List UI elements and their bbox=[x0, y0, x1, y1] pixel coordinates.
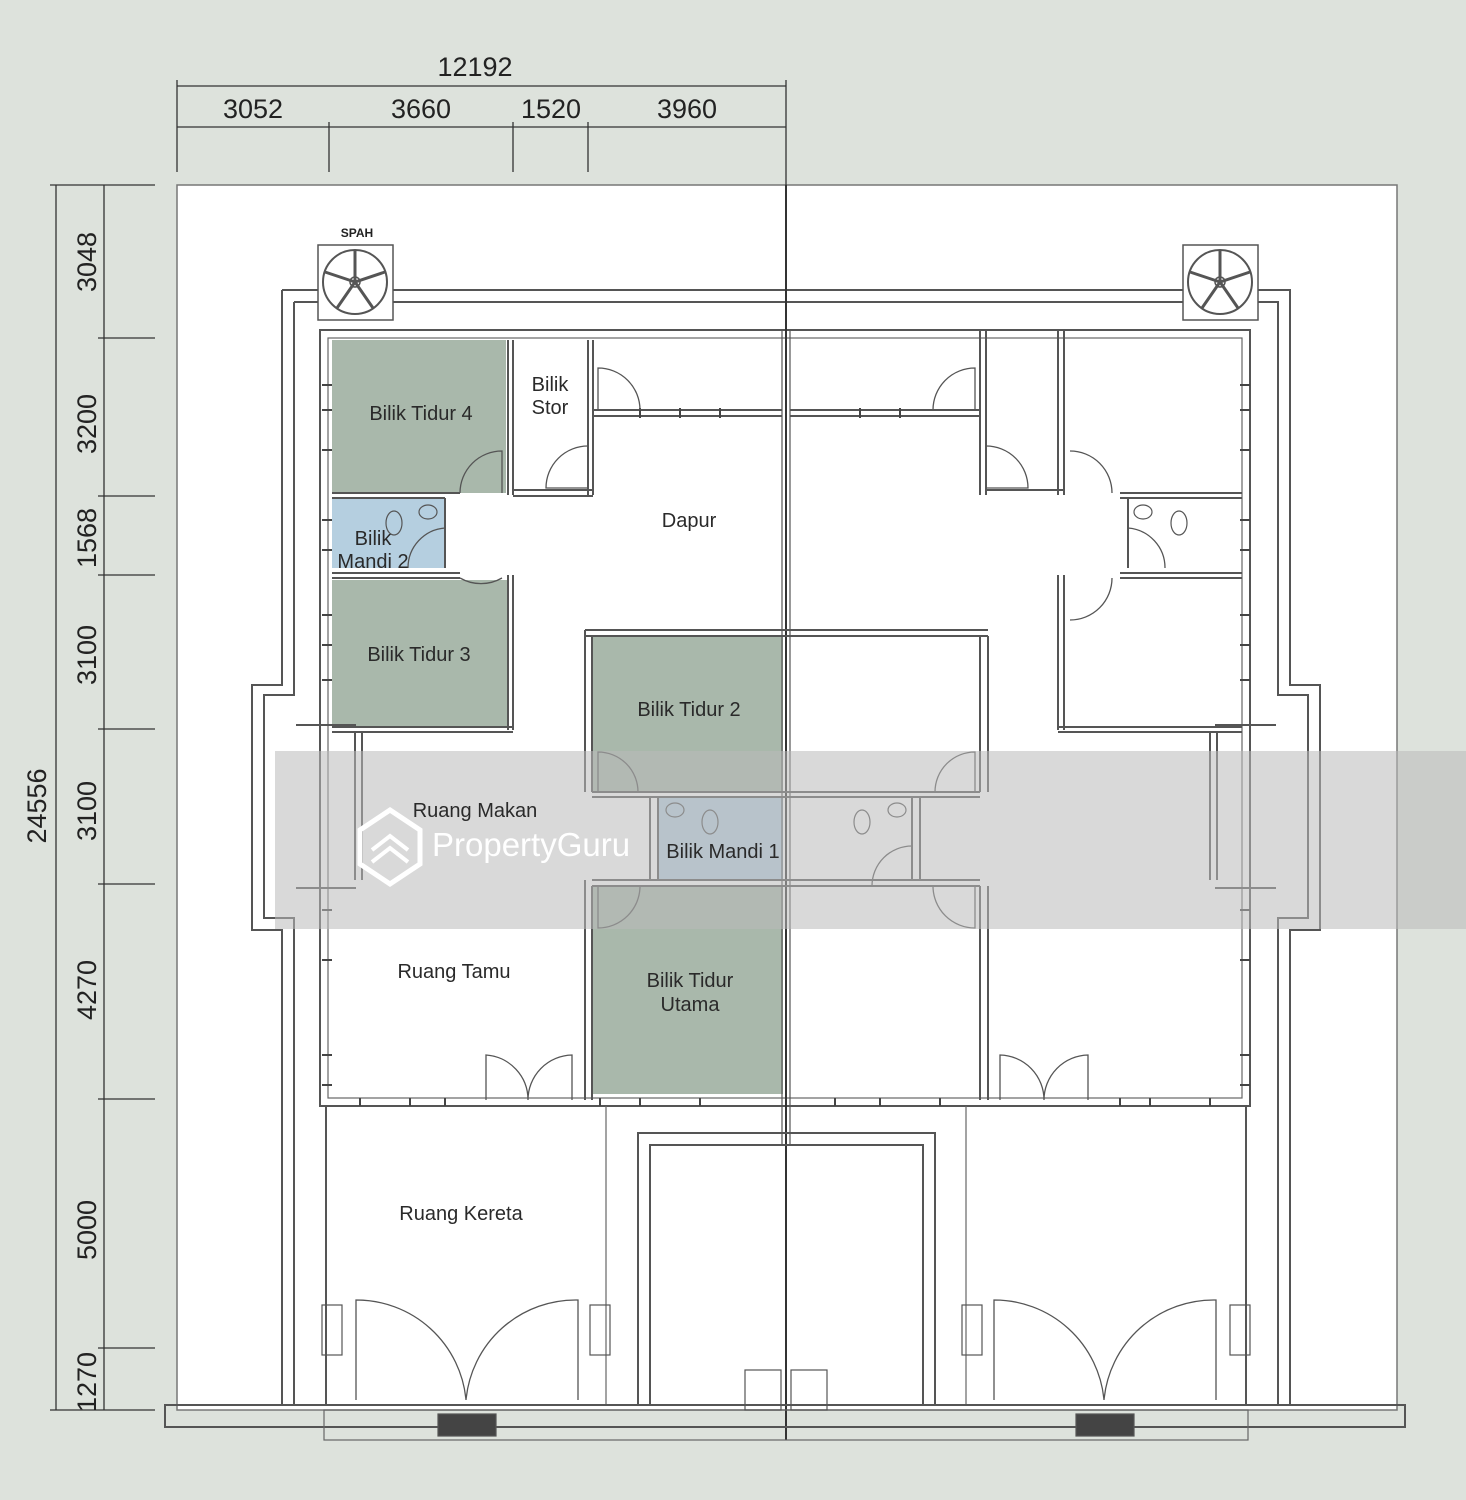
dim-top-1: 3052 bbox=[223, 94, 283, 124]
fixtures bbox=[321, 504, 1251, 1437]
spah-tank-right bbox=[1182, 244, 1259, 321]
propertyguru-logo-icon bbox=[357, 806, 423, 888]
room-labels: Bilik Tidur 4 Bilik Stor Bilik Mandi 2 B… bbox=[337, 374, 740, 1225]
dim-left-4: 3100 bbox=[72, 625, 102, 685]
label-ruang-tamu: Ruang Tamu bbox=[397, 961, 510, 983]
label-bilik-stor-1: Bilik bbox=[532, 374, 570, 396]
dim-left-6: 4270 bbox=[72, 960, 102, 1020]
dim-left-8: 1270 bbox=[72, 1352, 102, 1412]
left-dimensions: 24556 3048 3200 1568 3100 3100 4270 5000… bbox=[22, 184, 155, 1412]
label-bilik-mandi-2-1: Bilik bbox=[355, 528, 393, 550]
label-bilik-tidur-utama-2: Utama bbox=[661, 994, 721, 1016]
bilik-tidur-4-fill bbox=[332, 340, 506, 493]
dim-top-4: 3960 bbox=[657, 94, 717, 124]
label-bilik-tidur-3: Bilik Tidur 3 bbox=[367, 644, 470, 666]
label-ruang-kereta: Ruang Kereta bbox=[399, 1203, 523, 1225]
label-ruang-makan: Ruang Makan bbox=[413, 800, 538, 822]
label-bilik-tidur-4: Bilik Tidur 4 bbox=[369, 403, 472, 425]
bilik-mandi-2-fill bbox=[332, 498, 445, 568]
dim-left-total: 24556 bbox=[22, 768, 52, 843]
label-dapur: Dapur bbox=[662, 510, 717, 532]
top-dimensions: 12192 3052 3660 1520 3960 bbox=[176, 52, 787, 185]
dim-left-7: 5000 bbox=[72, 1200, 102, 1260]
dim-left-5: 3100 bbox=[72, 781, 102, 841]
label-bilik-mandi-2-2: Mandi 2 bbox=[337, 551, 408, 573]
dim-top-2: 3660 bbox=[391, 94, 451, 124]
watermark-band bbox=[275, 751, 1466, 929]
label-bilik-tidur-utama-1: Bilik Tidur bbox=[647, 970, 734, 992]
bilik-tidur-3-fill bbox=[332, 580, 509, 726]
labels-over-band: Ruang Makan Bilik Mandi 1 bbox=[413, 800, 780, 863]
dim-top-total: 12192 bbox=[437, 52, 512, 82]
label-bilik-stor-2: Stor bbox=[532, 397, 569, 419]
label-bilik-tidur-2: Bilik Tidur 2 bbox=[637, 699, 740, 721]
dim-top-3: 1520 bbox=[521, 94, 581, 124]
watermark-text: PropertyGuru bbox=[432, 826, 630, 863]
spah-tank-left bbox=[317, 244, 394, 321]
spah-label: SPAH bbox=[341, 226, 373, 240]
dim-left-2: 3200 bbox=[72, 394, 102, 454]
dim-left-3: 1568 bbox=[72, 508, 102, 568]
label-bilik-mandi-1: Bilik Mandi 1 bbox=[666, 841, 779, 863]
dim-left-1: 3048 bbox=[72, 232, 102, 292]
